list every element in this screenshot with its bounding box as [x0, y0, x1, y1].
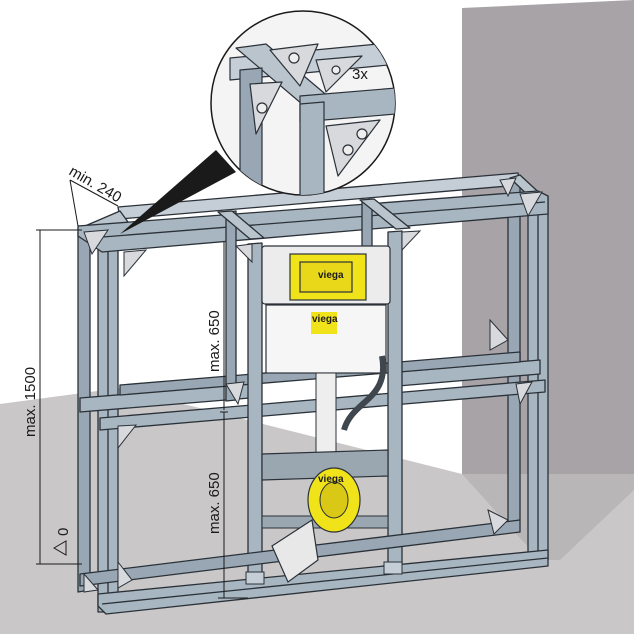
dim-height-label: max. 1500 — [22, 367, 39, 437]
bracket — [499, 177, 517, 198]
bracket — [487, 509, 509, 535]
brand-label-bg — [311, 312, 337, 334]
dim-depth-label: min. 240 — [66, 163, 124, 206]
flush-pipe — [315, 372, 337, 454]
bracket — [83, 229, 109, 256]
dimension-lines — [36, 179, 248, 599]
dim-zero-label: 0 — [55, 528, 72, 536]
waste-pipe — [271, 518, 319, 583]
bracket — [117, 560, 133, 589]
back-inner-post — [225, 210, 237, 402]
brand-logo-top: viega — [318, 270, 344, 281]
detail-bracket — [315, 55, 363, 93]
top-cross-2 — [359, 198, 411, 230]
bracket — [225, 381, 245, 406]
detail-magnifier: 3x — [210, 10, 396, 196]
bracket — [117, 424, 138, 450]
foot-right — [383, 561, 403, 575]
bracket — [515, 381, 533, 406]
detail-post — [299, 101, 325, 195]
detail-quantity-label: 3x — [352, 66, 368, 83]
cistern-plate-inner — [299, 261, 353, 293]
dim-upper-label: max. 650 — [206, 310, 223, 372]
bracket — [234, 243, 253, 264]
bolt-icon — [256, 102, 268, 114]
cistern — [261, 245, 391, 374]
supply-hose — [341, 355, 387, 431]
drain-outlet-inner — [319, 481, 349, 519]
foot-left — [245, 571, 265, 585]
brand-logo-front: viega — [312, 314, 338, 325]
callout-pointer — [120, 150, 236, 234]
bolt-icon — [356, 128, 368, 140]
detail-bracket — [269, 43, 319, 87]
bracket — [401, 230, 422, 252]
bolt-icon — [342, 144, 354, 156]
bracket — [489, 318, 509, 351]
bottom-rail-front — [97, 549, 549, 615]
front-top-rail — [77, 190, 549, 253]
bracket — [83, 572, 99, 593]
frame — [77, 172, 549, 615]
bracket — [519, 191, 543, 218]
dim-depth-line — [69, 179, 119, 207]
mounting-bracket — [261, 449, 389, 481]
back-right-post — [507, 179, 521, 523]
dim-lower-label: max. 650 — [206, 472, 223, 534]
bolt-icon — [331, 65, 341, 75]
brand-logo-bowl: viega — [318, 474, 344, 485]
top-cross-1 — [217, 210, 265, 240]
brackets — [83, 177, 543, 593]
inner-post-left — [247, 242, 263, 578]
bracket — [123, 249, 148, 278]
bolt-icon — [288, 52, 300, 64]
floor-marker — [53, 540, 67, 556]
